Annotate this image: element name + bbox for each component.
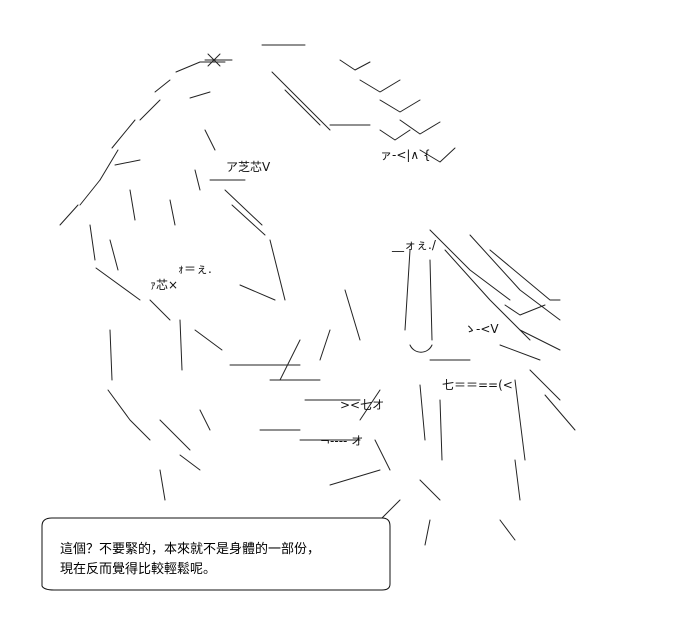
speech-bubble-frame	[41, 517, 391, 591]
art-fragment: ゝ-<V	[464, 322, 499, 336]
art-fragment: ァ-<|∧ {	[380, 148, 431, 162]
art-fragment: ｫ＝ぇ.	[178, 262, 212, 276]
art-fragment: ｧ芯×	[150, 278, 179, 292]
art-fragment: ¬---- オ	[320, 434, 364, 448]
art-fragment: __ォぇ./	[392, 238, 436, 252]
art-fragment: 七＝＝==(<	[442, 378, 513, 392]
art-fragment: ア芝芯V	[226, 160, 271, 174]
speech-line-1: 這個？不要緊的，本來就不是身體的一部份，	[60, 542, 321, 557]
art-fragment: ><七オ	[340, 398, 385, 412]
speech-bubble: 這個？不要緊的，本來就不是身體的一部份， 現在反而覺得比較輕鬆呢。	[34, 512, 394, 592]
speech-line-2: 現在反而覺得比較輕鬆呢。	[60, 562, 217, 577]
speech-text: 這個？不要緊的，本來就不是身體的一部份， 現在反而覺得比較輕鬆呢。	[60, 540, 390, 580]
